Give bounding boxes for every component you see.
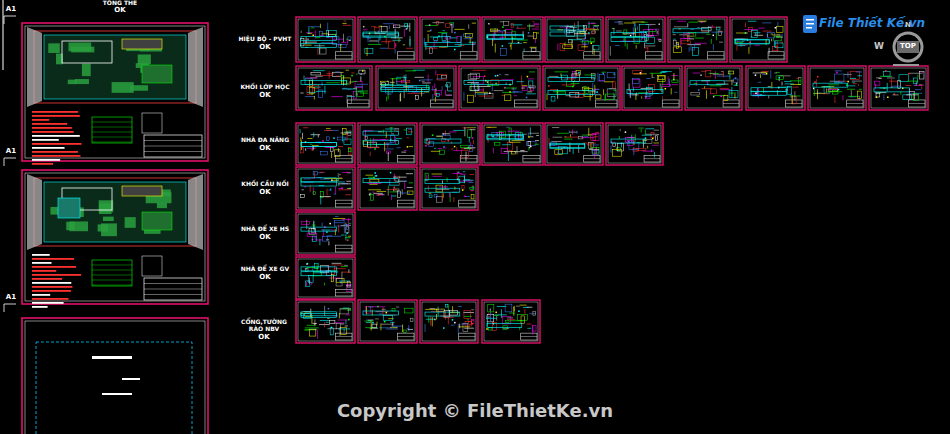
site-plan-sheet	[22, 170, 208, 308]
drawing-sheet	[808, 66, 866, 110]
drawing-sheet	[296, 300, 355, 343]
sheet-size: A1	[2, 148, 20, 156]
view-compass	[893, 33, 922, 66]
drawing-sheet	[296, 123, 355, 165]
drawing-sheet	[622, 66, 682, 110]
compass-letter: W	[873, 42, 885, 52]
drawing-sheet	[420, 17, 480, 62]
drawing-sheet	[459, 66, 540, 110]
status-ok: OK	[250, 189, 280, 197]
drawing-sheet	[543, 66, 620, 110]
drawing-sheet	[420, 167, 478, 210]
drawing-sheet	[296, 167, 355, 210]
drawing-sheet	[482, 300, 540, 343]
group-title: CỔNG,TƯỜNG RÀO NBV	[235, 319, 293, 332]
drawing-sheet	[358, 167, 417, 210]
site-plan-sheet	[22, 318, 208, 434]
status-ok: OK	[250, 145, 280, 153]
drawing-sheet	[746, 66, 805, 110]
logo-text: File Thiết Kế.vn	[819, 17, 885, 30]
sheet-size: A1	[2, 6, 20, 14]
drawing-sheet	[358, 300, 417, 343]
drawing-sheet	[606, 123, 663, 165]
watermark: Copyright © FileThietKe.vn	[325, 401, 625, 421]
drawing-sheet	[358, 17, 417, 62]
sheet-size: A1	[2, 294, 20, 302]
group-title: TỔNG THỂ	[85, 0, 155, 7]
group-title: HIỆU BỘ - PVHT	[236, 36, 294, 43]
compass-letter: N	[902, 22, 914, 30]
group-title: KHỐI LỚP HỌC	[236, 84, 294, 91]
status-ok: OK	[105, 7, 135, 15]
drawing-sheet	[482, 17, 543, 62]
drawing-sheet	[358, 123, 417, 165]
status-ok: OK	[250, 234, 280, 242]
drawing-sheet	[296, 66, 372, 110]
drawing-sheet	[482, 123, 543, 165]
margin-line	[3, 0, 4, 70]
drawing-sheet	[296, 17, 355, 62]
group-title: NHÀ ĐA NĂNG	[236, 137, 294, 144]
group-title: NHÀ ĐỂ XE HS	[236, 226, 294, 233]
drawing-sheet	[296, 212, 355, 255]
sheet-size-bracket	[4, 304, 16, 312]
drawing-sheet	[376, 66, 456, 110]
drawing-sheet	[545, 17, 603, 62]
status-ok: OK	[249, 334, 279, 342]
drawing-sheet	[420, 123, 480, 165]
sheet-size-bracket	[4, 16, 16, 24]
site-plan-sheet	[22, 23, 208, 165]
logo-icon	[803, 15, 817, 33]
group-title: NHÀ ĐỂ XE GV	[236, 266, 294, 273]
drawing-sheet	[730, 17, 787, 62]
drawing-sheet	[545, 123, 603, 165]
drawing-sheet	[685, 66, 742, 110]
drawing-sheet	[420, 300, 478, 343]
status-ok: OK	[250, 274, 280, 282]
drawing-sheet	[668, 17, 727, 62]
sheet-size-bracket	[4, 158, 16, 166]
compass-label: TOP	[898, 43, 918, 51]
status-ok: OK	[250, 44, 280, 52]
drawing-sheet	[869, 66, 928, 110]
status-ok: OK	[250, 92, 280, 100]
drawing-sheet	[606, 17, 665, 62]
group-title: KHỐI CẦU NỐI	[236, 181, 294, 188]
drawing-sheet	[296, 257, 355, 299]
